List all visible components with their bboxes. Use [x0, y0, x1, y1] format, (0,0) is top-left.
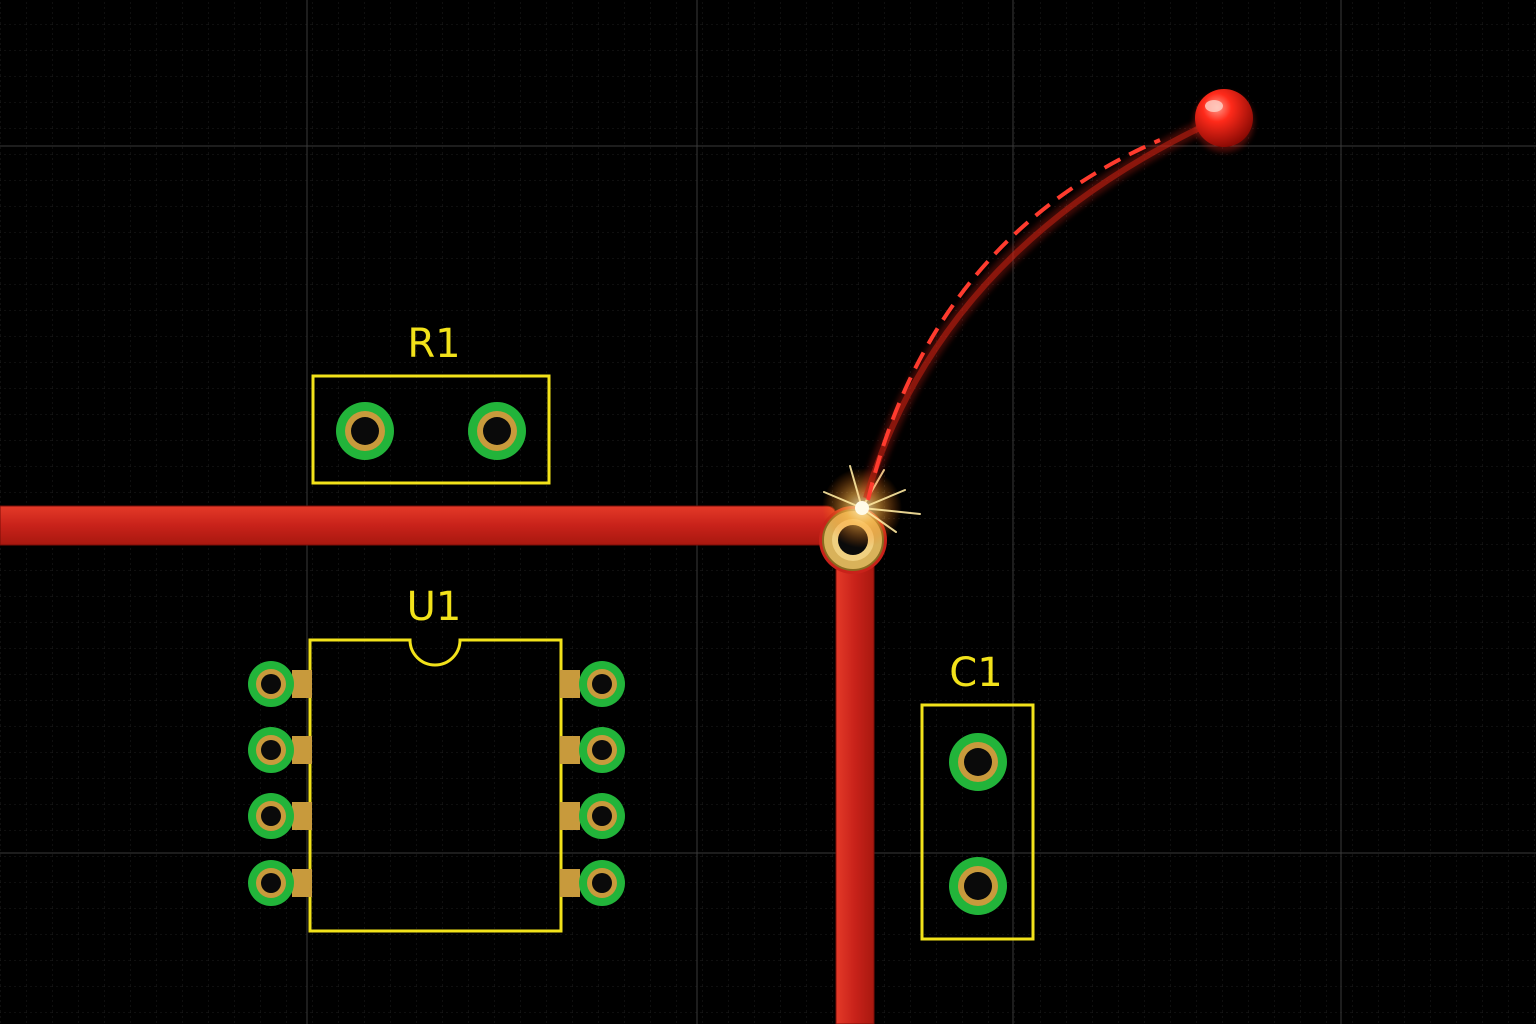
- u1-pad: [248, 793, 294, 839]
- u1-pad: [248, 860, 294, 906]
- r1-ref-label: R1: [407, 321, 460, 367]
- component-r1[interactable]: R1: [311, 321, 551, 485]
- c1-pad-2[interactable]: [949, 857, 1007, 915]
- u1-left-pins: [292, 670, 312, 897]
- u1-pad: [579, 860, 625, 906]
- u1-silkscreen-outline: [308, 638, 563, 933]
- u1-ref-label: U1: [407, 584, 462, 630]
- trace-horizontal-segment[interactable]: [0, 505, 837, 546]
- u1-right-pins: [560, 670, 580, 897]
- r1-pad-2[interactable]: [468, 402, 526, 460]
- component-u1[interactable]: U1: [248, 584, 625, 933]
- component-c1[interactable]: C1: [920, 650, 1035, 941]
- r1-silkscreen-outline: [311, 374, 551, 485]
- r1-pad-1[interactable]: [336, 402, 394, 460]
- u1-pads[interactable]: [248, 661, 625, 906]
- c1-silkscreen-outline: [920, 703, 1035, 941]
- spark-effect: [822, 465, 921, 548]
- c1-pad-1[interactable]: [949, 733, 1007, 791]
- u1-pad: [248, 727, 294, 773]
- u1-pad: [579, 793, 625, 839]
- ratsnest-line: [859, 115, 1215, 501]
- u1-pad: [579, 727, 625, 773]
- route-handle-icon[interactable]: [1194, 89, 1254, 152]
- c1-ref-label: C1: [949, 650, 1002, 696]
- u1-pad: [248, 661, 294, 707]
- u1-pad: [579, 661, 625, 707]
- trace-vertical-segment[interactable]: [835, 539, 875, 1024]
